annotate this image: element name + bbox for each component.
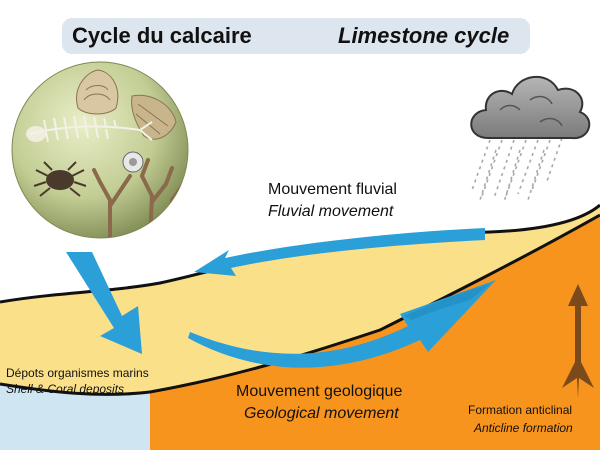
uplift-arrow-icon bbox=[562, 284, 594, 398]
sediment-layer bbox=[0, 205, 600, 395]
geological-arrow bbox=[188, 280, 496, 368]
title-english: Limestone cycle bbox=[338, 23, 510, 48]
fluvial-label-en: Fluvial movement bbox=[268, 203, 394, 220]
deposits-label-en: Shell & Coral deposits bbox=[6, 382, 125, 396]
geological-label-en: Geological movement bbox=[244, 405, 399, 422]
geological-arrow-tail bbox=[404, 284, 490, 320]
deposit-arrow bbox=[66, 252, 142, 354]
geological-label-fr: Mouvement geologique bbox=[236, 383, 403, 400]
marine-fossils-globe-icon bbox=[11, 61, 189, 239]
anticline-label-fr: Formation anticlinal bbox=[468, 403, 573, 417]
title-banner bbox=[62, 18, 530, 54]
fluvial-arrow bbox=[194, 228, 485, 276]
deposits-label-fr: Dépots organismes marins bbox=[6, 366, 149, 380]
title-french: Cycle du calcaire bbox=[72, 23, 252, 48]
anticline-label-en: Anticline formation bbox=[474, 421, 573, 435]
fluvial-label-fr: Mouvement fluvial bbox=[268, 181, 397, 198]
rain-cloud-icon bbox=[470, 75, 591, 203]
